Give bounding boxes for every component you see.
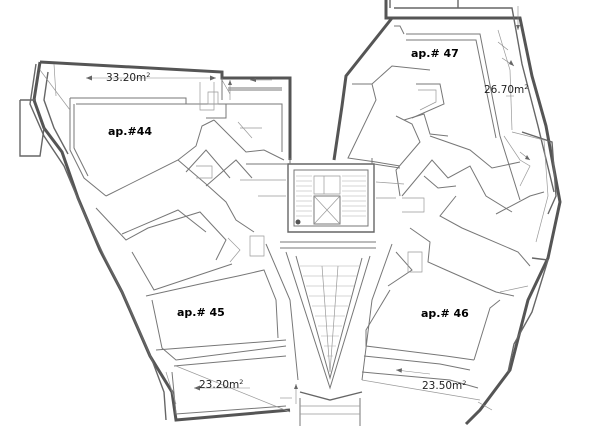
central-core	[240, 158, 425, 426]
right-wing	[332, 0, 562, 426]
balcony-area-46: 23.50m2	[422, 379, 466, 392]
balcony-area-44: 33.20m2	[106, 71, 150, 84]
balcony-area-45: 23.20m2	[199, 378, 243, 391]
apartment-label-46: ap.# 46	[421, 307, 469, 320]
labels: ap.#44 ap.# 45 ap.# 46 ap.# 47 33.20m2 2…	[106, 47, 528, 392]
apartment-label-47: ap.# 47	[411, 47, 459, 60]
apartment-label-44: ap.#44	[108, 125, 152, 138]
balcony-area-47: 26.70m2	[484, 83, 528, 96]
apartment-label-45: ap.# 45	[177, 306, 225, 319]
left-wing	[19, 60, 298, 422]
